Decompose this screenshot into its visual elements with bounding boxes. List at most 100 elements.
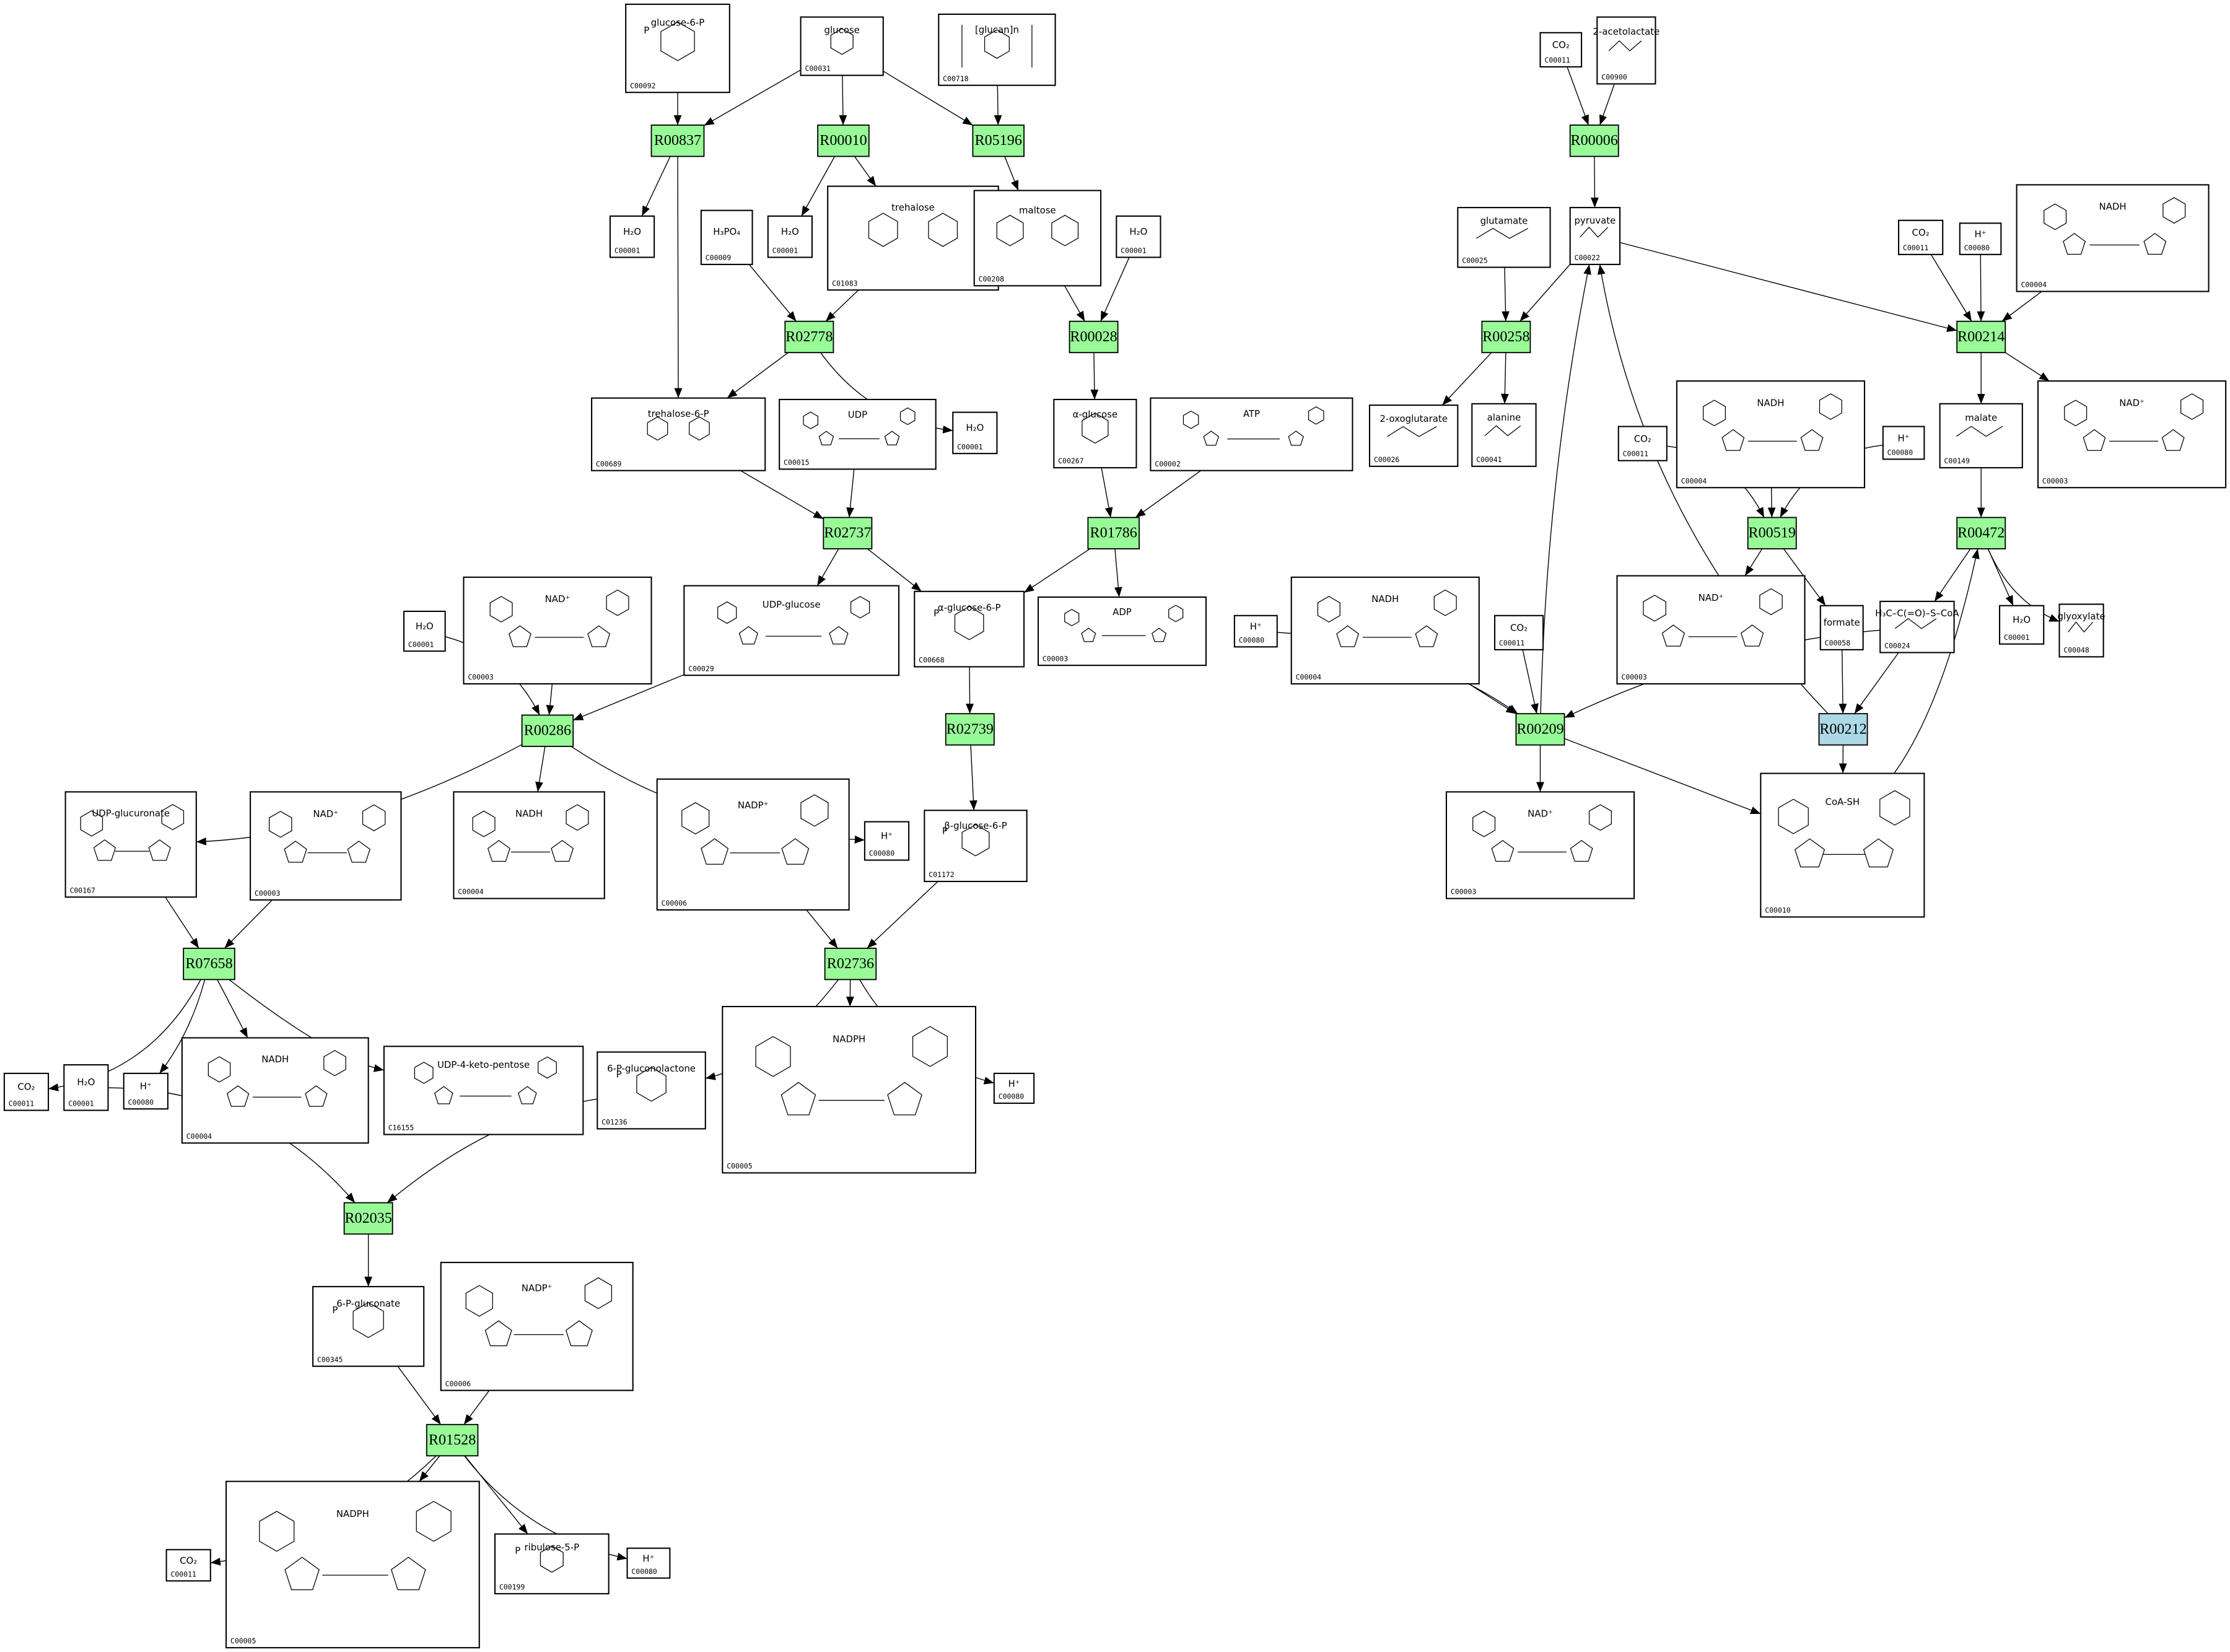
- compound-box[interactable]: [1616, 575, 1806, 685]
- reaction-box-highlighted[interactable]: [1818, 713, 1868, 746]
- compound-box[interactable]: [609, 215, 655, 258]
- compound-box[interactable]: [779, 398, 937, 470]
- compound-box[interactable]: [1471, 403, 1537, 467]
- compound-box[interactable]: [1569, 207, 1621, 265]
- compound-node[interactable]: NAD⁺C00003: [250, 791, 402, 901]
- compound-box[interactable]: [123, 1072, 168, 1110]
- reaction-node[interactable]: R00212: [1818, 713, 1868, 746]
- reaction-node[interactable]: R02035: [343, 1202, 393, 1235]
- compound-box[interactable]: [1037, 596, 1207, 666]
- compound-box[interactable]: [973, 190, 1102, 287]
- compound-box[interactable]: [1596, 16, 1656, 85]
- reaction-node[interactable]: R00214: [1956, 320, 2006, 354]
- compound-node[interactable]: H⁺C00080: [1959, 222, 2002, 255]
- compound-box[interactable]: [225, 1480, 480, 1649]
- compound-node[interactable]: H⁺C00080: [1233, 614, 1278, 648]
- compound-box[interactable]: [1116, 215, 1161, 258]
- compound-box[interactable]: [683, 585, 900, 676]
- compound-box[interactable]: [1898, 219, 1944, 255]
- compound-box[interactable]: [827, 185, 999, 291]
- compound-box[interactable]: [938, 13, 1056, 86]
- compound-node[interactable]: NAD⁺C00003: [1616, 575, 1806, 685]
- reaction-box[interactable]: [945, 713, 995, 746]
- compound-box[interactable]: [700, 209, 753, 265]
- compound-box[interactable]: [453, 791, 605, 899]
- compound-box[interactable]: [2016, 184, 2210, 292]
- reaction-box[interactable]: [183, 947, 235, 981]
- compound-box[interactable]: [924, 810, 1028, 883]
- compound-box[interactable]: [1290, 576, 1480, 685]
- reaction-node[interactable]: R05196: [972, 125, 1025, 157]
- compound-box[interactable]: [722, 1005, 977, 1174]
- reaction-box[interactable]: [823, 517, 873, 549]
- reaction-node[interactable]: R00519: [1747, 517, 1797, 549]
- compound-box[interactable]: [494, 1533, 610, 1594]
- compound-box[interactable]: [1676, 380, 1865, 489]
- reaction-node[interactable]: R02739: [945, 713, 995, 746]
- compound-box[interactable]: [312, 1286, 425, 1367]
- compound-box[interactable]: [250, 791, 402, 901]
- reaction-box[interactable]: [343, 1202, 393, 1235]
- reaction-node[interactable]: R00010: [817, 125, 870, 157]
- compound-box[interactable]: [591, 397, 766, 471]
- compound-box[interactable]: [864, 821, 910, 861]
- reaction-node[interactable]: R02736: [824, 947, 877, 981]
- reaction-box[interactable]: [824, 947, 877, 981]
- compound-box[interactable]: [656, 778, 850, 911]
- compound-box[interactable]: [1760, 772, 1925, 918]
- compound-box[interactable]: [1617, 426, 1668, 461]
- compound-box[interactable]: [952, 411, 998, 455]
- compound-box[interactable]: [1959, 222, 2002, 255]
- compound-box[interactable]: [625, 3, 730, 94]
- reaction-node[interactable]: R00286: [521, 714, 574, 747]
- compound-box[interactable]: [626, 1547, 671, 1579]
- reaction-box[interactable]: [521, 714, 574, 747]
- compound-box[interactable]: [2058, 603, 2104, 658]
- compound-box[interactable]: [767, 215, 813, 258]
- compound-box[interactable]: [181, 1037, 369, 1144]
- reaction-node[interactable]: R01786: [1087, 517, 1140, 549]
- compound-box[interactable]: [3, 1072, 50, 1111]
- reaction-box[interactable]: [972, 125, 1025, 157]
- compound-box[interactable]: [1999, 605, 2045, 645]
- compound-box[interactable]: [1879, 600, 1955, 653]
- reaction-node[interactable]: R07658: [183, 947, 235, 981]
- reaction-box[interactable]: [1569, 125, 1619, 157]
- reaction-box[interactable]: [1069, 320, 1119, 354]
- reaction-box[interactable]: [1481, 320, 1531, 354]
